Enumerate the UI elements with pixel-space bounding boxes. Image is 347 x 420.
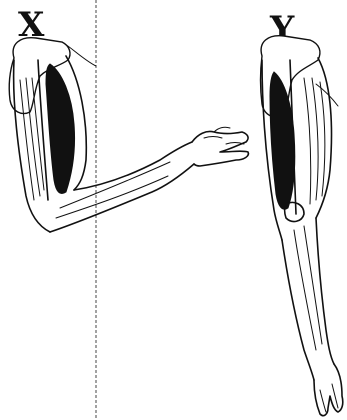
arm-x-biceps xyxy=(46,64,75,194)
arm-y-forearm-right xyxy=(316,218,334,364)
arm-y-tendon-top xyxy=(316,84,338,106)
arm-y-triceps xyxy=(304,78,325,204)
arm-y-ulna xyxy=(304,226,322,344)
arm-y-upper-outline-right xyxy=(316,58,332,218)
arm-x-forearm-top xyxy=(74,142,192,190)
arm-x-hand xyxy=(192,131,248,166)
arm-x-flexed xyxy=(9,38,248,232)
arm-x-forearm-bottom xyxy=(50,164,194,232)
arm-x-fingers xyxy=(204,127,244,144)
arm-y-extended xyxy=(261,36,343,416)
arm-x-radius xyxy=(60,162,170,208)
arm-y-radius xyxy=(294,230,316,350)
arm-x-ulna xyxy=(56,176,168,218)
